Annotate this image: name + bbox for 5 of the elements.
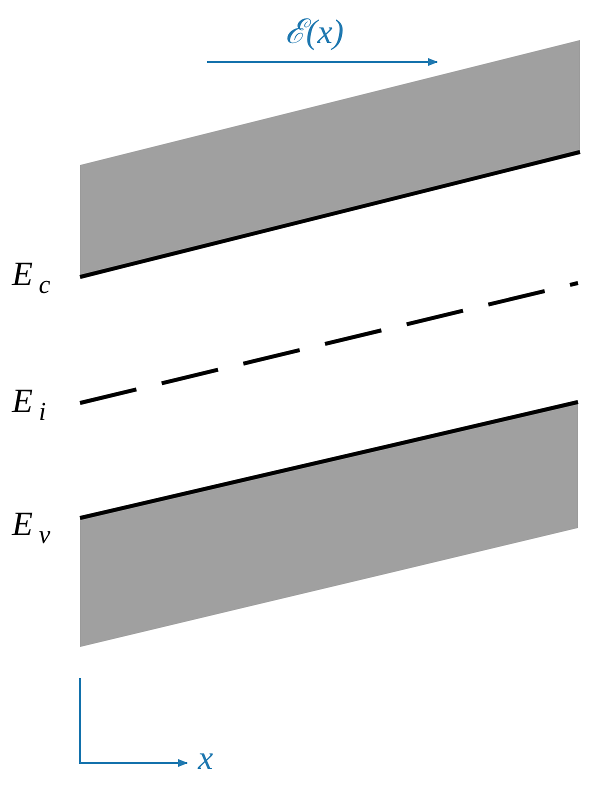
field-label: ℰ(x) <box>285 16 344 50</box>
axis-label: x <box>198 742 214 776</box>
band-label: E$_{v}$ <box>12 508 50 548</box>
band-label: E$_{i}$ <box>12 385 46 425</box>
band-label: E$_{c}$ <box>12 258 50 298</box>
